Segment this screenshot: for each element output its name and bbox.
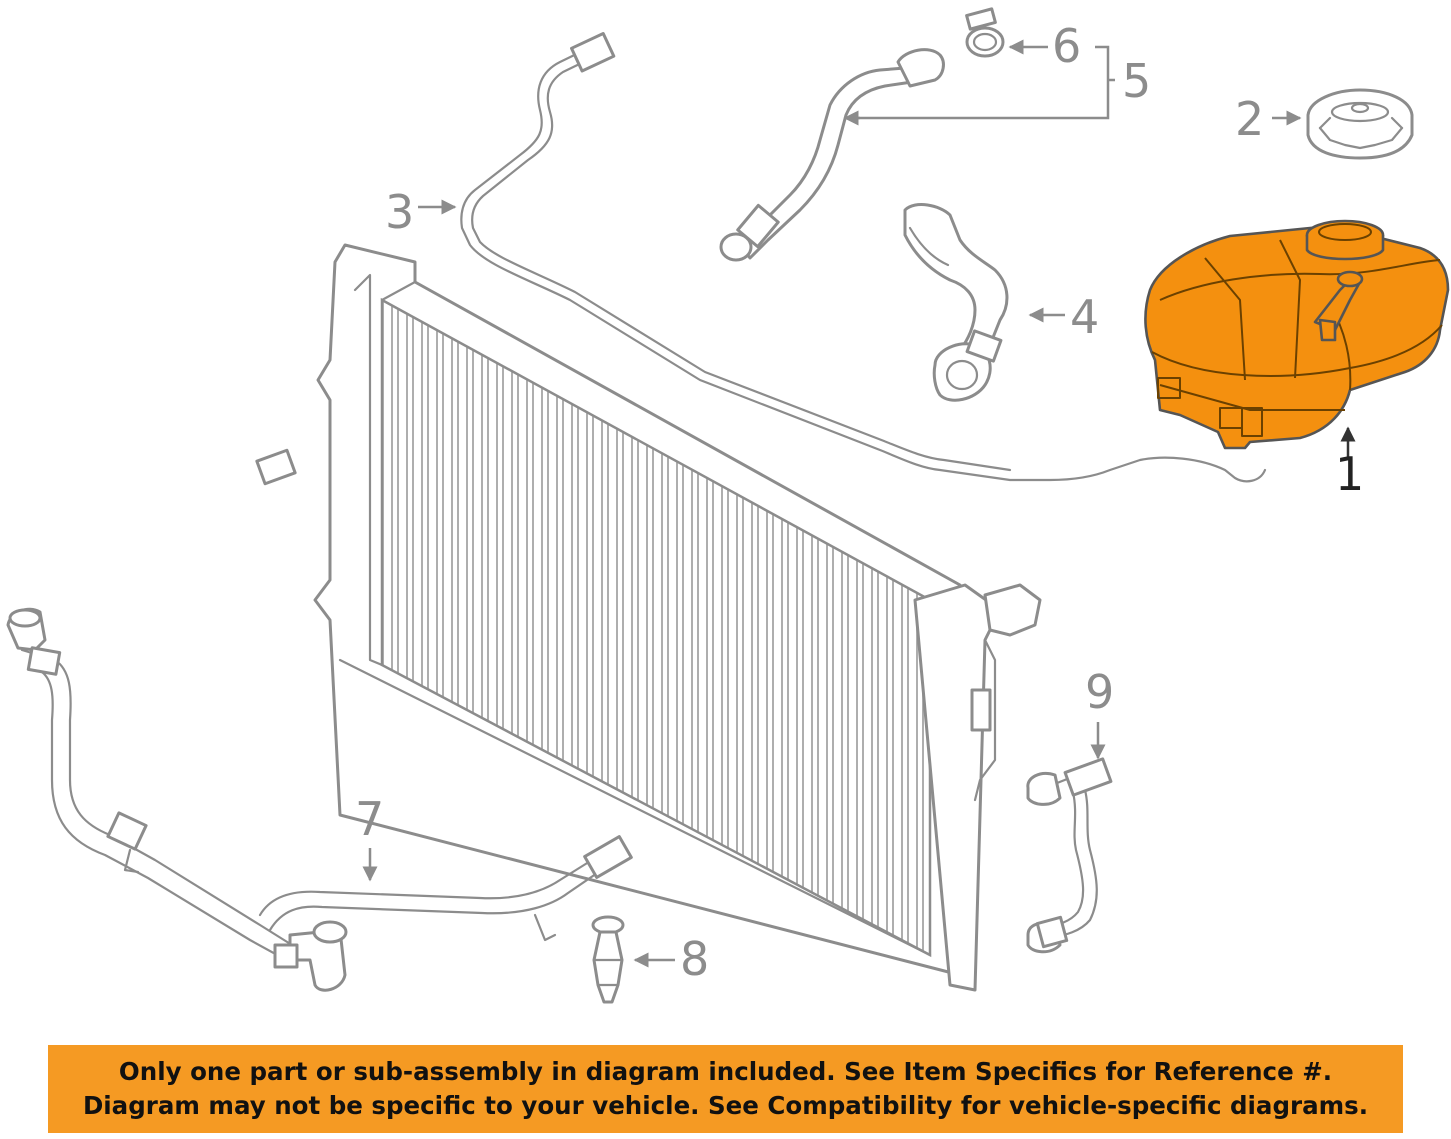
callout-1: 1 bbox=[1335, 447, 1364, 501]
upper-radiator-hose bbox=[903, 203, 1009, 402]
disclaimer-banner: Only one part or sub-assembly in diagram… bbox=[48, 1045, 1403, 1133]
hose-clamp bbox=[965, 7, 1005, 58]
reservoir-cap bbox=[1306, 88, 1414, 160]
coolant-reservoir bbox=[1144, 219, 1450, 450]
parts-diagram: 1 2 3 4 5 6 7 8 9 bbox=[6, 7, 1450, 1004]
vent-tube bbox=[255, 32, 1267, 486]
disclaimer-line-1: Only one part or sub-assembly in diagram… bbox=[118, 1057, 1333, 1086]
disclaimer-line-2: Diagram may not be specific to your vehi… bbox=[82, 1091, 1369, 1120]
push-clip bbox=[591, 915, 625, 1004]
callout-2: 2 bbox=[1235, 92, 1264, 146]
callout-labels: 1 2 3 4 5 6 7 8 9 bbox=[355, 19, 1364, 986]
callout-3: 3 bbox=[385, 185, 414, 239]
callout-8: 8 bbox=[680, 932, 709, 986]
callout-4: 4 bbox=[1070, 290, 1099, 344]
leader-lines bbox=[362, 39, 1356, 968]
callout-5: 5 bbox=[1122, 54, 1151, 108]
radiator bbox=[313, 243, 1042, 992]
callout-7: 7 bbox=[355, 792, 384, 846]
callout-6: 6 bbox=[1052, 19, 1081, 73]
small-coolant-hose bbox=[1026, 757, 1113, 954]
lower-coolant-pipe bbox=[6, 607, 633, 992]
hose-assembly bbox=[719, 48, 945, 262]
callout-9: 9 bbox=[1085, 665, 1114, 719]
